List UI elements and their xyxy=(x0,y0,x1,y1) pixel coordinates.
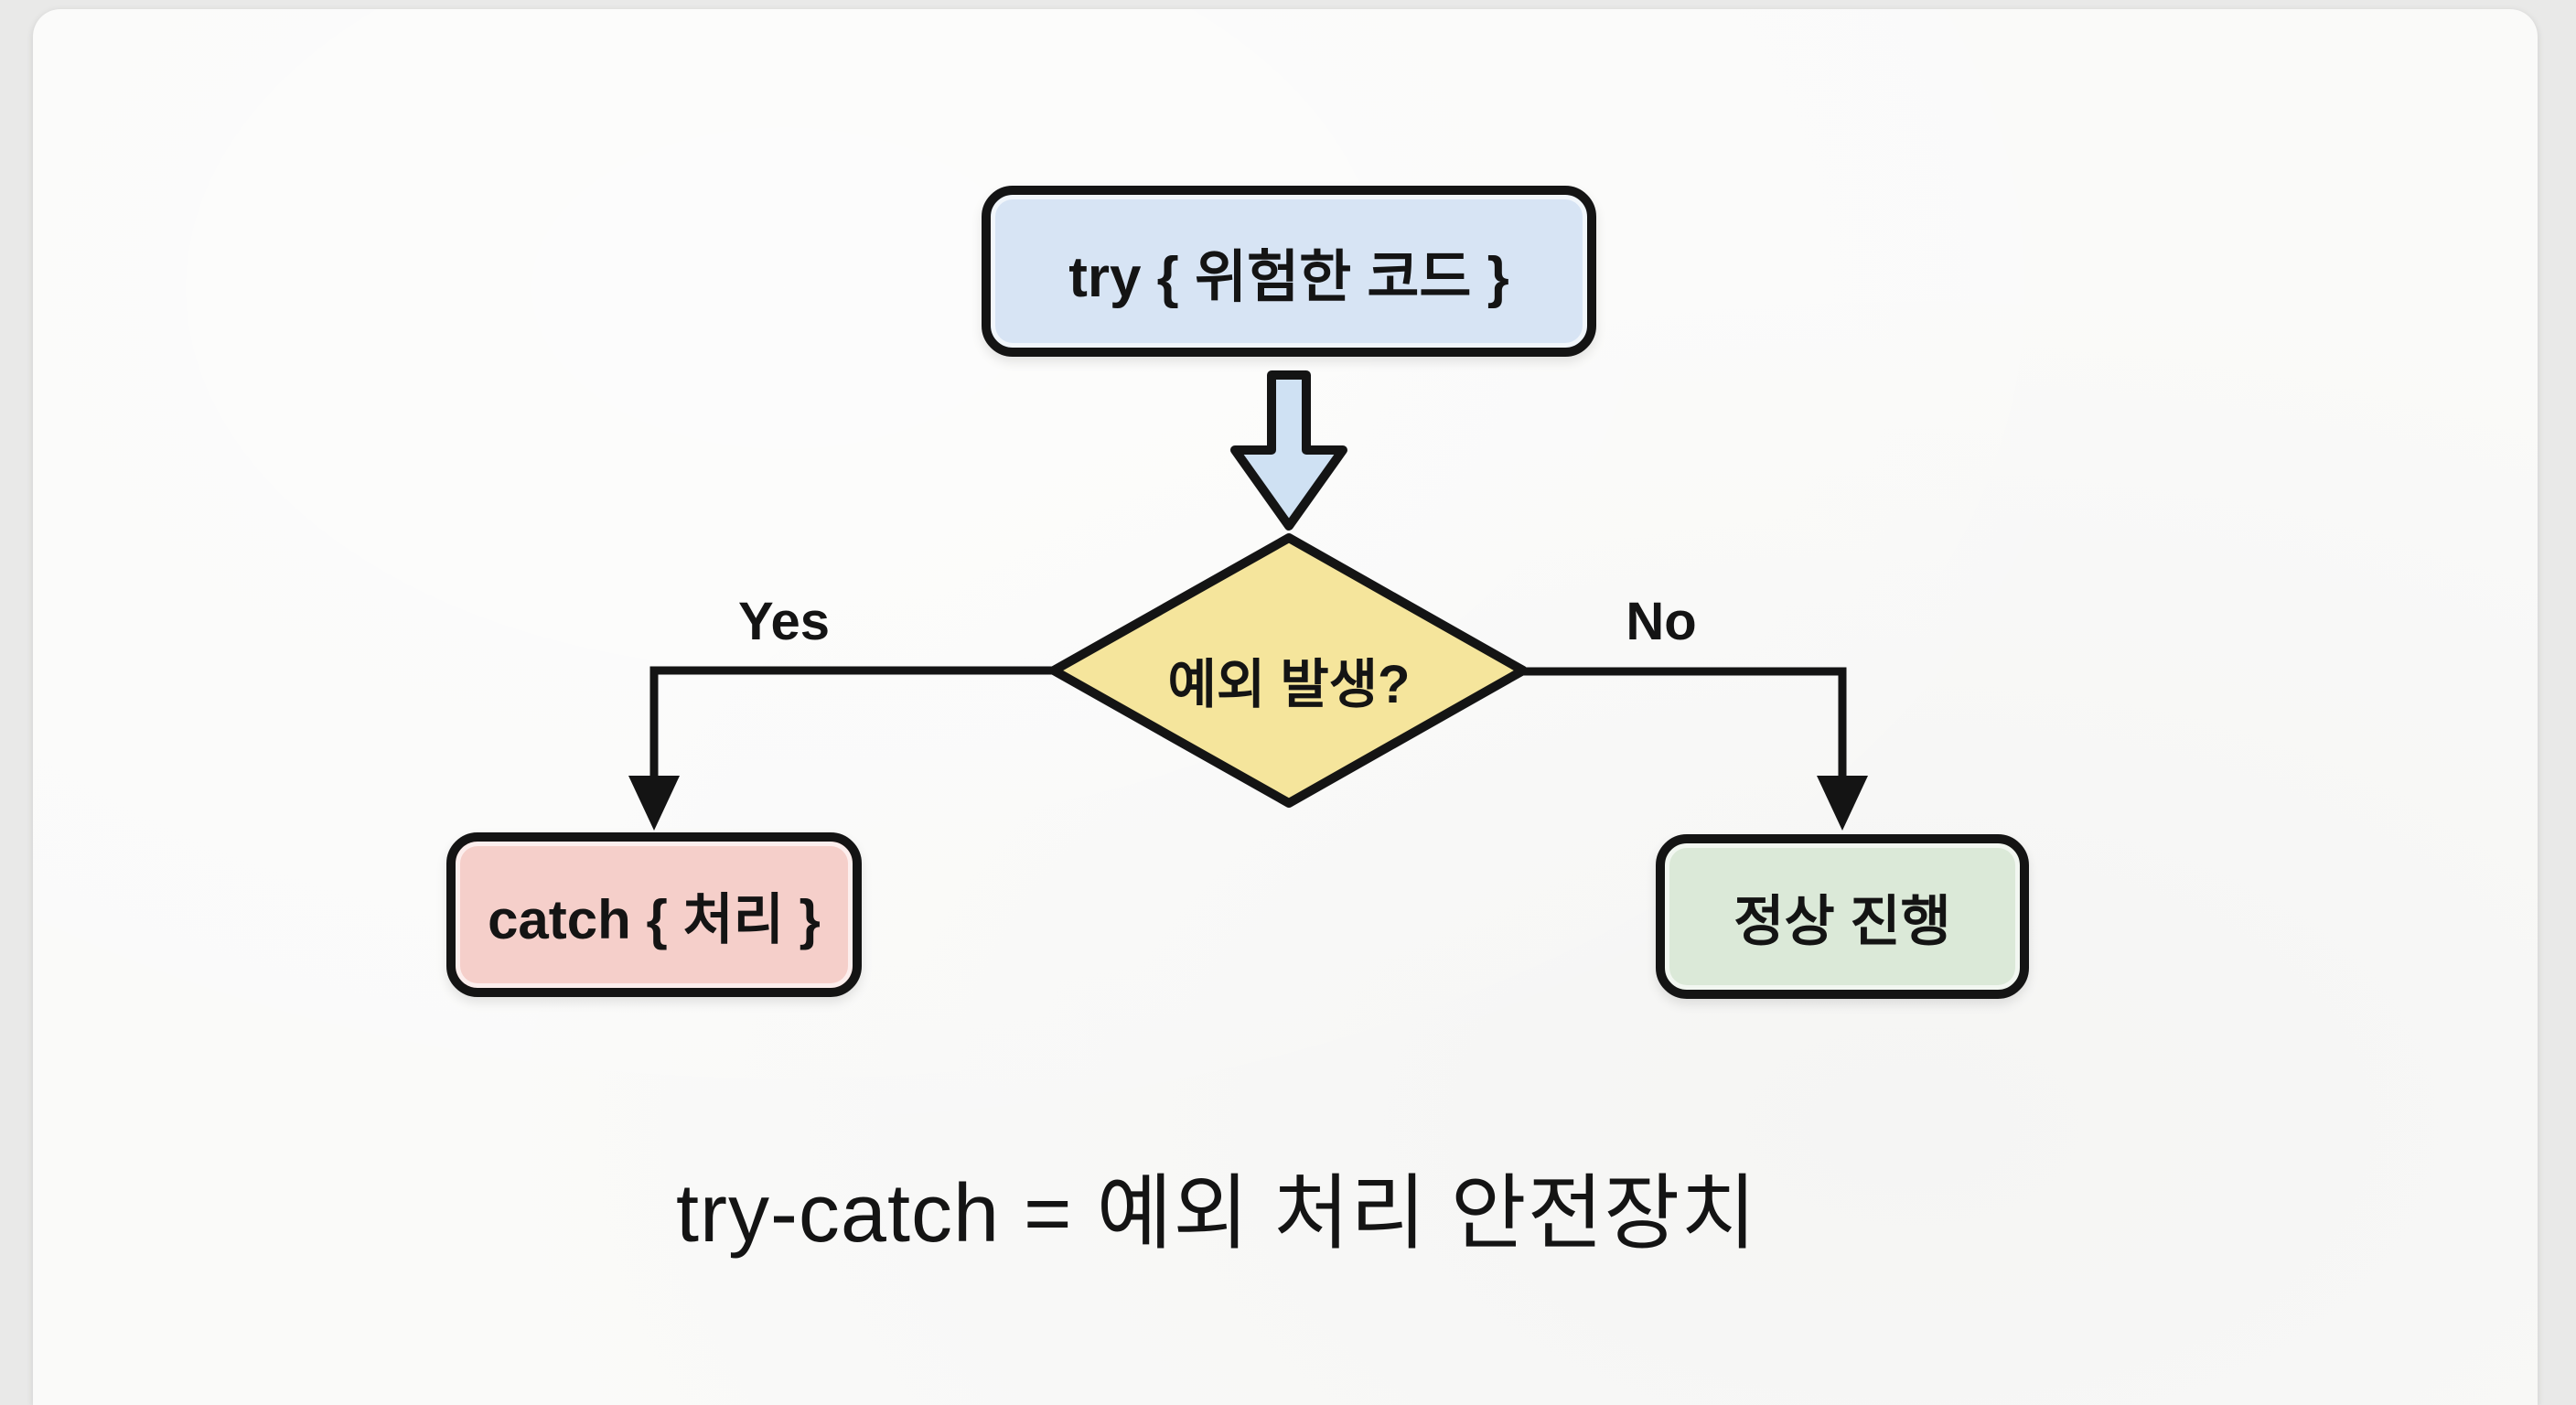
catch-node: catch { 처리 } xyxy=(446,832,862,997)
no-arrowhead-icon xyxy=(1817,776,1868,831)
decision-diamond-shape xyxy=(1049,533,1528,808)
yes-branch-label: Yes xyxy=(738,592,830,651)
yes-arrowhead-icon xyxy=(628,776,680,831)
normal-flow-node: 정상 진행 xyxy=(1656,834,2029,999)
normal-flow-node-label: 정상 진행 xyxy=(1733,890,1951,952)
catch-node-label: catch { 처리 } xyxy=(488,888,821,950)
no-connector-line xyxy=(1523,667,1847,779)
no-branch-label: No xyxy=(1626,592,1697,651)
yes-connector-line xyxy=(649,666,1054,779)
try-node: try { 위험한 코드 } xyxy=(982,186,1596,357)
decision-node-label: 예외 발생? xyxy=(1167,655,1411,714)
diagram-caption: try-catch = 예외 처리 안전장치 xyxy=(675,1168,1758,1260)
try-node-label: try { 위험한 코드 } xyxy=(1068,245,1509,309)
down-block-arrow-icon xyxy=(1230,370,1347,531)
